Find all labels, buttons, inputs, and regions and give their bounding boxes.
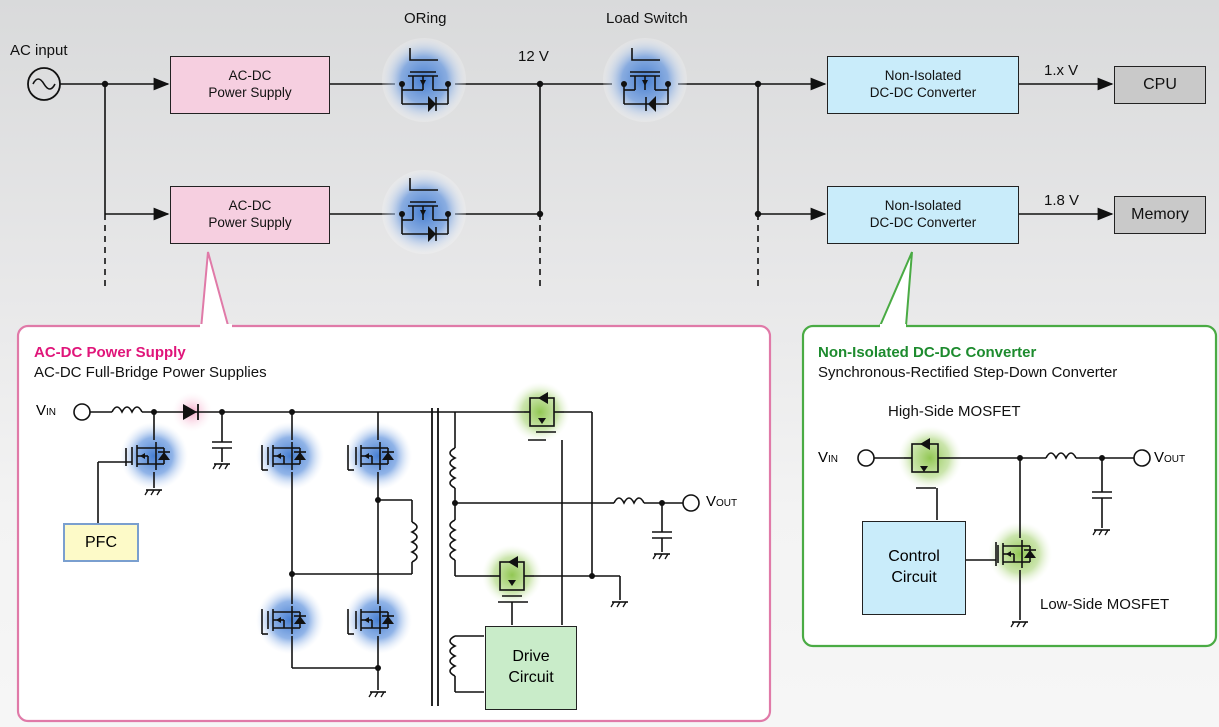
drive-label: Drive [512,648,550,666]
dcdc-converter-label: DC-DC Converter [869,215,977,230]
circuit-label: Circuit [891,569,937,586]
memory-box: Memory [1114,196,1206,234]
acdc-panel-subtitle: AC-DC Full-Bridge Power Supplies [34,364,267,381]
circuit-label: Circuit [508,669,554,686]
control-label: Control [888,548,940,566]
acdc-schematic [73,403,700,706]
nonisolated-label: Non-Isolated [884,198,962,214]
acdc-panel-title: AC-DC Power Supply [34,344,186,361]
voltage-1-8-label: 1.8 V [1044,192,1080,209]
pfc-box: PFC [63,523,139,562]
high-side-mosfet-label: High-Side MOSFET [888,403,1021,420]
dcdc-panel-subtitle: Synchronous-Rectified Step-Down Converte… [818,364,1118,381]
vin-label-right: VIN [818,449,839,466]
acdc-label: AC-DC [228,68,272,84]
diode-icon [183,404,197,420]
callout-pointer-right [878,251,913,327]
inductor-icon [111,406,143,414]
cpu-box: CPU [1114,66,1206,104]
dcdc-converter-label: DC-DC Converter [869,85,977,100]
mosfet-icon [621,48,671,112]
voltage-12v-label: 12 V [518,48,549,65]
ac-input-label: AC input [10,42,68,59]
low-side-mosfet-label: Low-Side MOSFET [1040,596,1170,613]
vout-label-left: VOUT [706,493,738,510]
vin-label-left: VIN [36,402,57,419]
oring-label: ORing [404,10,447,27]
mosfet-icon [399,48,451,112]
mosfet-icon [399,178,451,242]
voltage-1x-label: 1.x V [1044,62,1079,79]
dcdc-panel-title: Non-Isolated DC-DC Converter [818,344,1037,361]
load-switch-label: Load Switch [606,10,688,27]
power-supply-label: Power Supply [208,215,292,230]
power-supply-label: Power Supply [208,85,292,100]
nonisolated-label: Non-Isolated [884,68,962,84]
vout-label-right: VOUT [1154,449,1186,466]
acdc-label: AC-DC [228,198,272,214]
